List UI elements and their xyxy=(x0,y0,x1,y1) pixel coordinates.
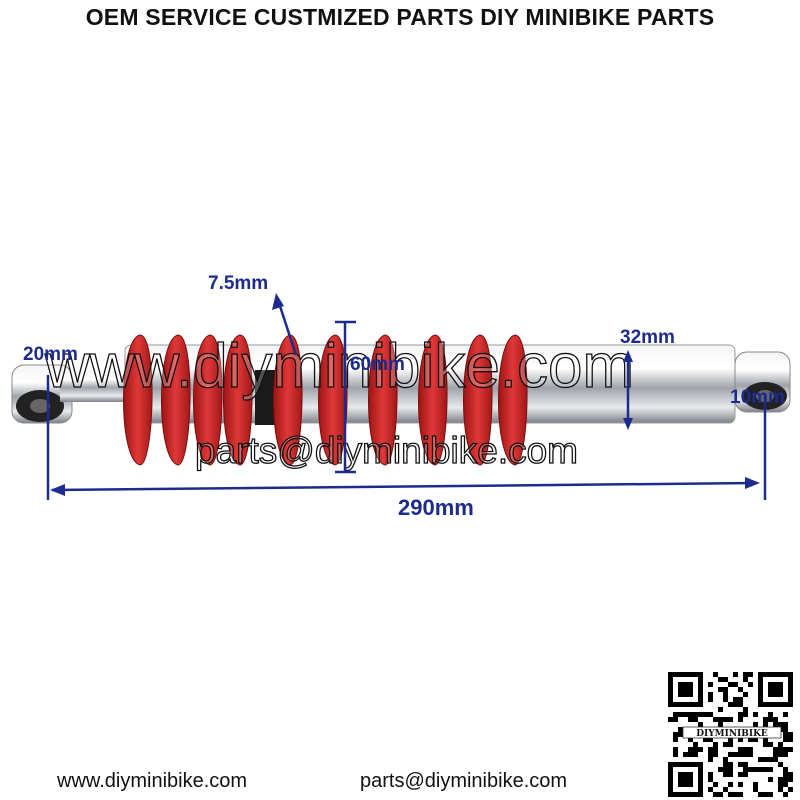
spring-coil xyxy=(418,334,448,466)
qr-code xyxy=(668,672,793,797)
dim-left-eye: 20mm xyxy=(23,344,78,365)
page-title: OEM SERVICE CUSTMIZED PARTS DIY MINIBIKE… xyxy=(85,4,715,30)
dim-body-diameter: 32mm xyxy=(620,327,675,348)
spring-coil xyxy=(161,334,191,466)
spring-coil xyxy=(273,334,303,466)
red-spring xyxy=(123,334,528,466)
spring-coil xyxy=(123,334,153,466)
spring-coil xyxy=(368,334,398,466)
dim-wire-thickness: 7.5mm xyxy=(208,273,268,294)
spring-coil xyxy=(223,334,253,466)
spring-coil xyxy=(498,334,528,466)
dim-total-length: 290mm xyxy=(398,495,474,520)
footer-email: parts@diyminibike.com xyxy=(360,770,568,792)
spring-coil xyxy=(463,334,493,466)
dim-right-eye: 10mm xyxy=(730,387,785,408)
dimension-lines xyxy=(46,293,767,500)
watermark-email: parts@diyminibike.com xyxy=(195,430,578,471)
dim-spring-diameter: 60mm xyxy=(350,354,405,375)
qr-label: DIYMINIBIKE xyxy=(696,729,768,739)
watermark-website: www.diyminibike.com xyxy=(44,332,634,401)
spring-coil xyxy=(193,334,223,466)
footer-website: www.diyminibike.com xyxy=(57,770,248,792)
